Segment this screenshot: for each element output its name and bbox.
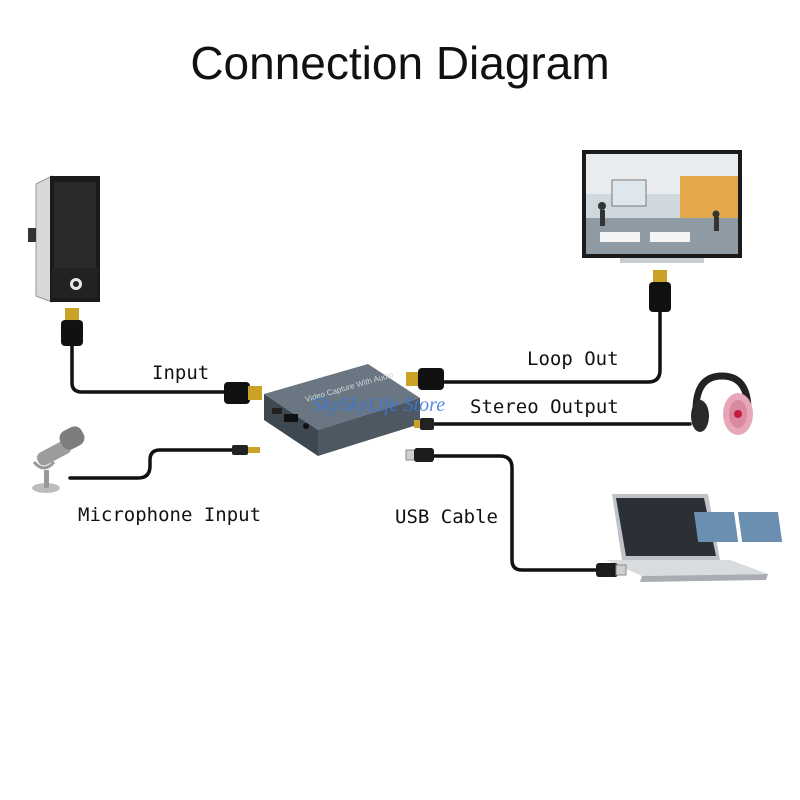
- microphone-icon: [32, 426, 85, 493]
- diagram-title: Connection Diagram: [190, 37, 610, 89]
- microphone-cable: [68, 448, 234, 480]
- mic-jack-plug: [232, 445, 260, 455]
- tv-monitor-icon: [582, 150, 742, 263]
- loop-out-hdmi-cable: [442, 310, 662, 384]
- label-input: Input: [152, 362, 210, 384]
- hdmi-plug-loop-out: [406, 368, 444, 390]
- laptop-icon: [606, 494, 783, 582]
- stereo-jack-plug: [414, 418, 434, 430]
- cables: [68, 310, 692, 572]
- label-microphone-input: Microphone Input: [78, 504, 262, 526]
- usb-plug-laptop: [596, 563, 627, 577]
- store-watermark: SkySkyLife Store: [312, 394, 446, 416]
- hdmi-connector-pc: [61, 308, 83, 346]
- hdmi-connector-tv: [649, 270, 671, 312]
- label-usb-cable: USB Cable: [395, 506, 498, 528]
- label-loop-out: Loop Out: [527, 348, 619, 370]
- label-stereo-output: Stereo Output: [470, 396, 619, 418]
- input-hdmi-cable: [70, 343, 228, 394]
- headphones-icon: [691, 372, 753, 435]
- hdmi-plug-input: [224, 382, 262, 404]
- capture-device-icon: Video Capture With Audio: [264, 364, 420, 456]
- pc-tower-icon: [28, 175, 100, 303]
- usb-cable: [432, 454, 600, 572]
- usb-plug-device: [405, 448, 434, 462]
